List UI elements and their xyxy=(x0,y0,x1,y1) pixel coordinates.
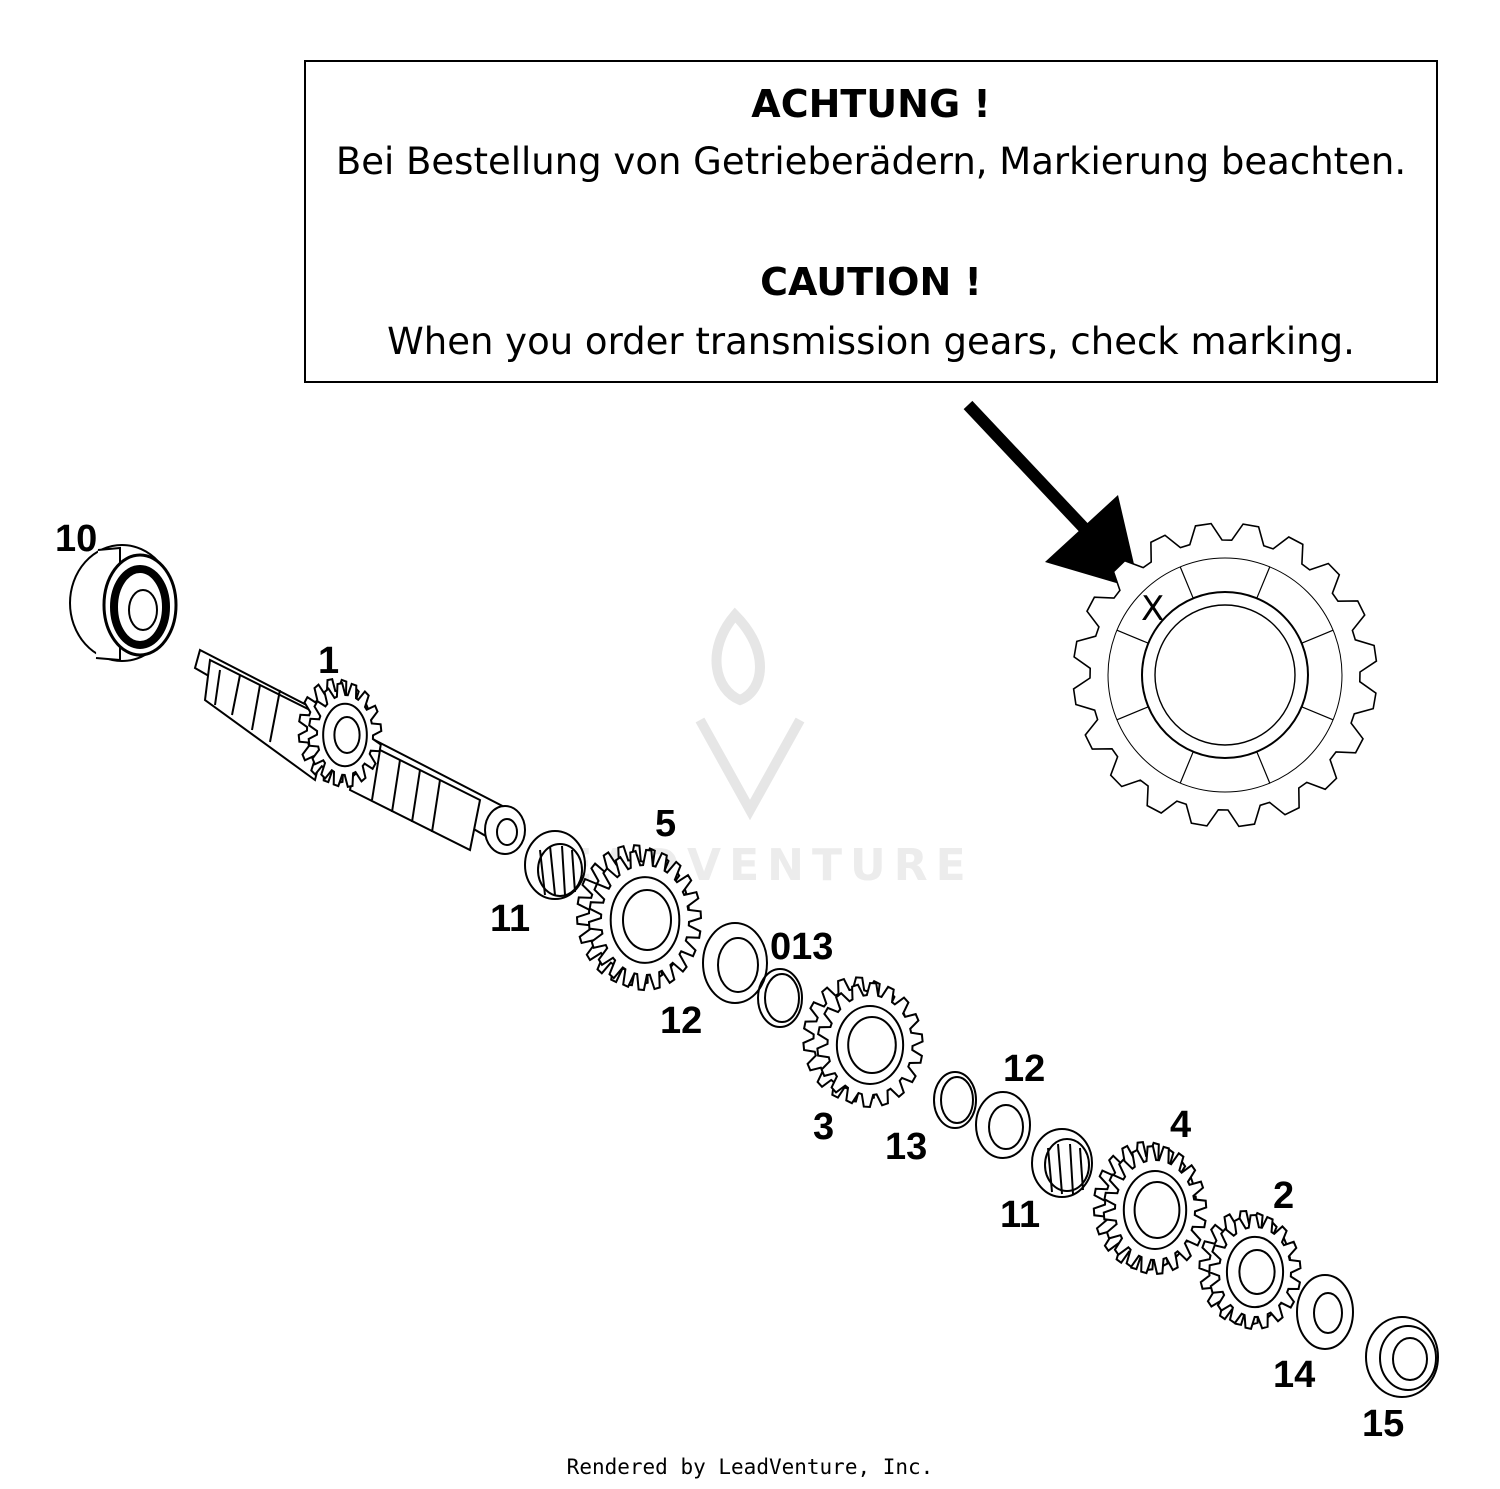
notice-text-en: When you order transmission gears, check… xyxy=(387,320,1355,363)
label-part-1: 1 xyxy=(318,640,340,682)
notice-heading-de: ACHTUNG ! xyxy=(751,82,991,126)
arrow-pointer xyxy=(963,400,1140,590)
notice-heading-en: CAUTION ! xyxy=(760,260,982,304)
part-3-gear xyxy=(802,976,924,1109)
notice-text-de: Bei Bestellung von Getrieberädern, Marki… xyxy=(335,140,1407,183)
label-part-11-lower: 11 xyxy=(1000,1194,1041,1236)
part-12-thrust-washer-lower xyxy=(975,1091,1031,1159)
part-14-washer xyxy=(1296,1274,1354,1350)
label-part-12-lower: 12 xyxy=(1003,1048,1046,1090)
part-11-needle-bearing-lower xyxy=(1031,1128,1093,1198)
watermark-logo xyxy=(695,607,805,821)
part-5-gear xyxy=(575,844,703,992)
label-part-5: 5 xyxy=(655,803,677,845)
part-13-circlip xyxy=(933,1071,977,1129)
part-10-bearing xyxy=(69,544,178,662)
label-part-11: 11 xyxy=(490,898,531,940)
label-part-14: 14 xyxy=(1273,1354,1316,1396)
label-part-15: 15 xyxy=(1362,1403,1405,1445)
part-4-gear xyxy=(1092,1141,1208,1275)
part-2-gear xyxy=(1198,1209,1302,1330)
gear-marking-x: X xyxy=(1141,589,1164,629)
label-part-4: 4 xyxy=(1170,1104,1192,1146)
label-part-12: 12 xyxy=(660,1000,703,1042)
label-part-3: 3 xyxy=(813,1106,835,1148)
caution-notice: ACHTUNG ! Bei Bestellung von Getrieberäd… xyxy=(304,60,1438,383)
part-1-gear xyxy=(297,678,383,788)
label-part-10: 10 xyxy=(55,518,98,560)
detail-gear xyxy=(1072,522,1378,828)
label-part-13: 13 xyxy=(885,1126,928,1168)
label-part-013: 013 xyxy=(770,926,834,968)
part-11-needle-bearing xyxy=(524,830,586,900)
label-part-2: 2 xyxy=(1273,1175,1295,1217)
part-15-bearing xyxy=(1365,1316,1439,1398)
part-013-circlip xyxy=(757,968,803,1028)
part-12-thrust-washer xyxy=(702,922,768,1004)
footer-credit: Rendered by LeadVenture, Inc. xyxy=(566,1455,934,1479)
